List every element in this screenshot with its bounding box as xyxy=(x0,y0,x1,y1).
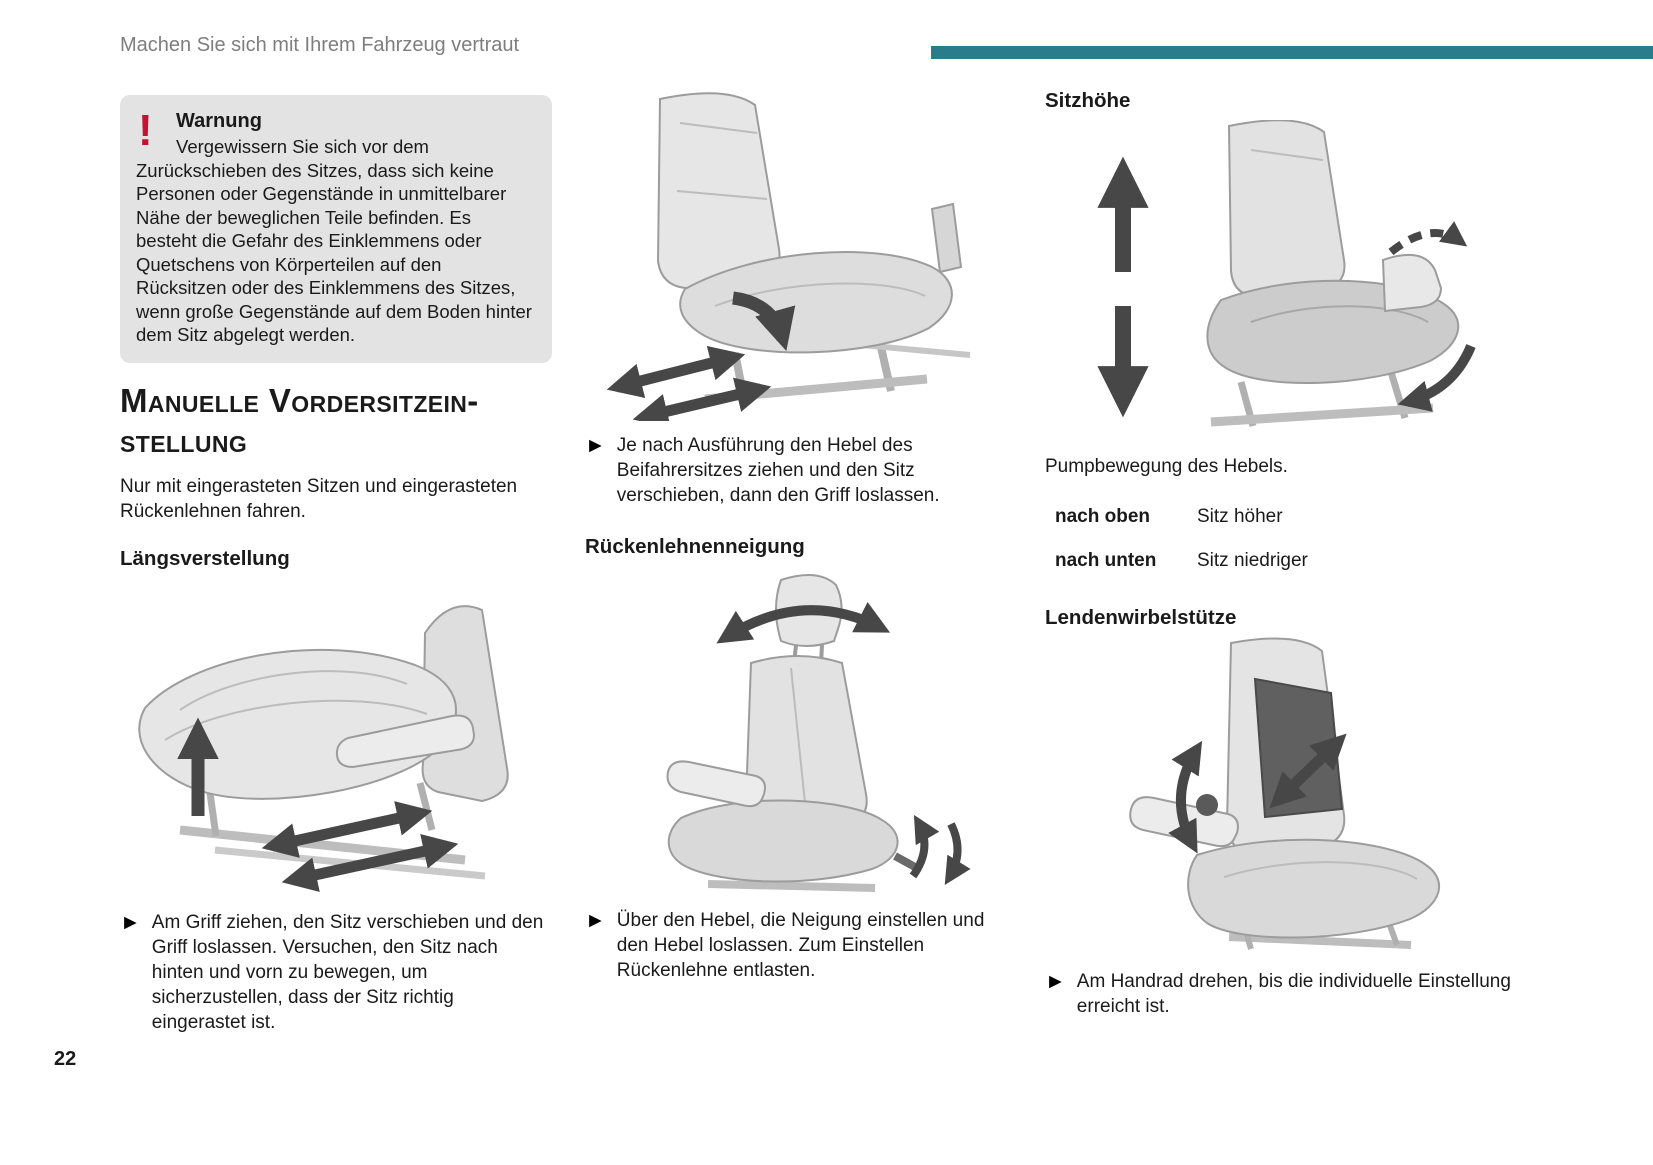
bullet-arrow-icon: ► xyxy=(120,910,141,934)
left-column: ! Warnung Vergewissern Sie sich vor dem … xyxy=(120,95,552,1035)
lumbar-diagonal-arrow-icon xyxy=(1269,733,1347,809)
warning-exclamation-icon: ! xyxy=(138,106,153,155)
seat-illustration xyxy=(656,92,971,404)
pump-lever-up-arrow-icon xyxy=(1388,221,1468,256)
rueckenlehnenneigung-figure xyxy=(613,566,1015,896)
rueckenlehnenneigung-instruction: ► Über den Hebel, die Neigung einstellen… xyxy=(585,908,1015,983)
backrest-tilt-illustration xyxy=(666,574,971,892)
bullet-arrow-icon: ► xyxy=(1045,970,1066,993)
arrow-back-forth-icon xyxy=(632,377,772,421)
instruction-text: Über den Hebel, die Neigung einstellen u… xyxy=(616,910,985,981)
lumbar-support-illustration xyxy=(1129,637,1441,950)
laengsverstellung-heading: Längsverstellung xyxy=(120,546,290,570)
seat-height-table: nach oben Sitz höher nach unten Sitz nie… xyxy=(1045,495,1533,583)
arrow-back-forth-icon xyxy=(606,346,746,398)
breadcrumb: Machen Sie sich mit Ihrem Fahrzeug vertr… xyxy=(120,34,520,56)
warning-title: Warnung xyxy=(176,110,262,132)
direction-label: nach oben xyxy=(1055,506,1151,527)
laengsverstellung-instruction: ► Am Griff ziehen, den Sitz verschieben … xyxy=(120,910,552,1035)
handwheel xyxy=(1196,794,1218,816)
header-accent-bar xyxy=(931,46,1653,59)
middle-column: ► Je nach Ausführung den Hebel des Beifa… xyxy=(585,85,1015,983)
pump-caption: Pumpbewegung des Hebels. xyxy=(1045,456,1288,477)
small-curved-arrow-down-icon xyxy=(944,822,971,885)
passenger-seat-illustration xyxy=(606,92,971,421)
arrow-back-forth-icon xyxy=(281,833,459,892)
instruction-text: Je nach Ausführung den Hebel des Beifahr… xyxy=(616,435,940,506)
lever-arrow-icon xyxy=(731,291,796,352)
page-number: 22 xyxy=(54,1048,77,1070)
right-column: Sitzhöhe xyxy=(1045,88,1533,1019)
bullet-arrow-icon: ► xyxy=(585,909,606,932)
rueckenlehnenneigung-heading: Rückenlehnenneigung xyxy=(585,535,805,558)
lendenwirbelstuetze-heading: Lendenwirbelstütze xyxy=(1045,606,1237,629)
lendenwirbelstuetze-figure xyxy=(1079,637,1533,957)
section-title-line1: Manuelle Vordersitzein- xyxy=(120,381,479,419)
seat-height-illustration xyxy=(1097,120,1476,427)
adjustment-arrows xyxy=(177,717,459,892)
section-title-line2: stellung xyxy=(120,421,248,459)
bullet-arrow-icon: ► xyxy=(585,434,606,457)
adjustment-arrows xyxy=(716,602,971,885)
adjustment-arrows xyxy=(1168,733,1347,854)
result-label: Sitz niedriger xyxy=(1197,550,1308,571)
beifahrersitz-figure xyxy=(585,91,1015,421)
direction-label: nach unten xyxy=(1055,550,1157,571)
tilt-arrow-icon xyxy=(716,602,891,644)
instruction-text: Am Griff ziehen, den Sitz verschieben un… xyxy=(151,911,544,1033)
seat-illustration xyxy=(138,604,509,879)
warning-box: ! Warnung Vergewissern Sie sich vor dem … xyxy=(120,95,552,363)
laengsverstellung-figure xyxy=(120,578,552,898)
sitzhoehe-heading: Sitzhöhe xyxy=(1045,89,1131,112)
adjustment-arrows xyxy=(1097,156,1476,418)
small-curved-arrow-up-icon xyxy=(909,814,940,879)
warning-body: Vergewissern Sie sich vor dem Zurückschi… xyxy=(136,136,532,345)
sitzhoehe-figure xyxy=(1061,120,1533,445)
result-label: Sitz höher xyxy=(1197,506,1283,527)
section-title: Manuelle Vordersitzein-stellung xyxy=(120,381,552,461)
seat-longitudinal-illustration xyxy=(138,604,509,892)
beifahrersitz-instruction: ► Je nach Ausführung den Hebel des Beifa… xyxy=(585,433,1015,508)
table-row: nach unten Sitz niedriger xyxy=(1055,539,1533,583)
arrow-back-forth-icon xyxy=(261,800,433,858)
instruction-text: Am Handrad drehen, bis die individuelle … xyxy=(1076,971,1511,1017)
pump-lever-down-arrow-icon xyxy=(1397,344,1476,412)
handwheel-rotate-arrow-icon xyxy=(1168,740,1203,854)
table-row: nach oben Sitz höher xyxy=(1055,495,1533,539)
seat-illustration xyxy=(1206,120,1460,427)
section-intro: Nur mit eingerasteten Sitzen und eingera… xyxy=(120,475,518,522)
lendenwirbelstuetze-instruction: ► Am Handrad drehen, bis die individuell… xyxy=(1045,969,1533,1019)
adjustment-arrows xyxy=(606,291,796,421)
